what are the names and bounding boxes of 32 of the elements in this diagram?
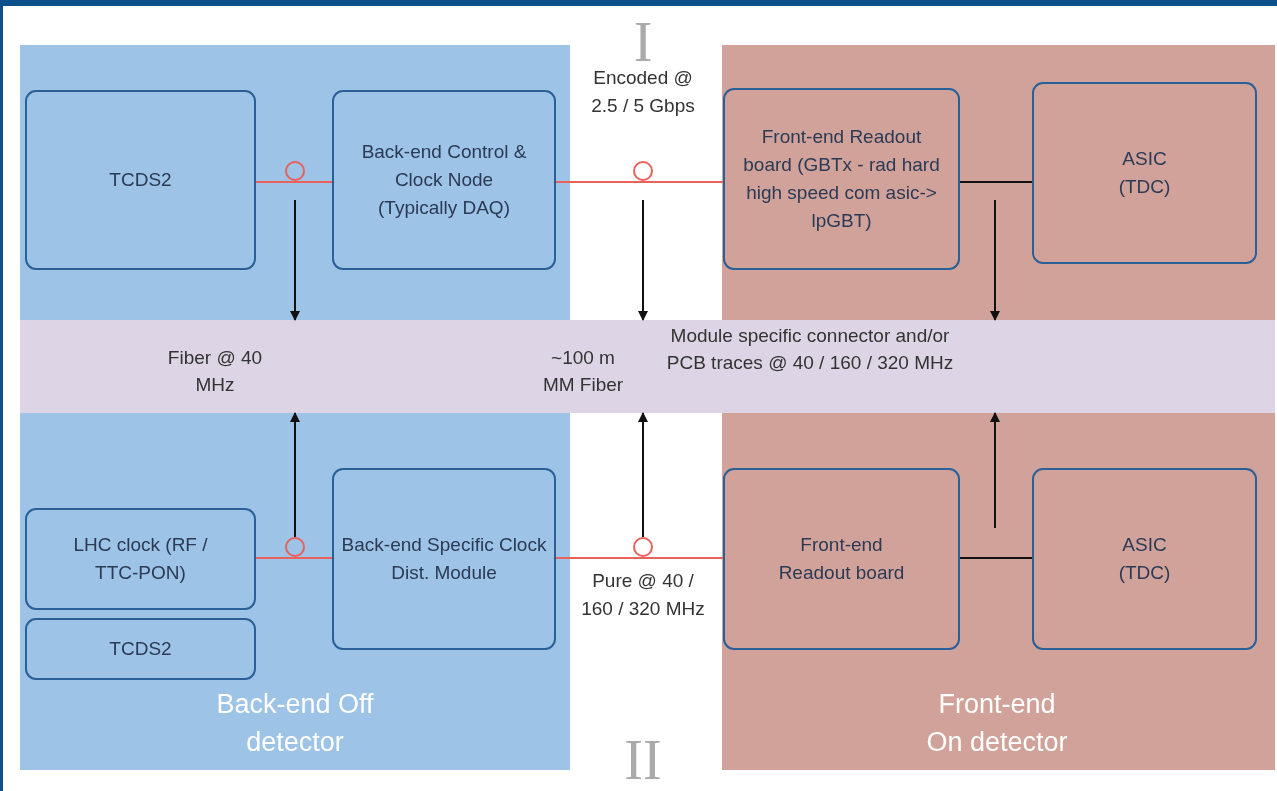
connector-line (959, 557, 1033, 559)
process-box: ASIC (TDC) (1032, 468, 1257, 650)
band-label: Module specific connector and/or PCB traces @ 40 / 160 / 320 MHz (665, 324, 955, 375)
arrow (638, 412, 648, 538)
connector-line (959, 181, 1033, 183)
band-label: ~100 m MM Fiber (541, 346, 625, 397)
process-box: Front-end Readout board (GBTx - rad hard high speed com asic-> lpGBT) (723, 88, 960, 270)
connector-line (255, 557, 333, 559)
connector-line (555, 557, 724, 559)
medium-band (20, 320, 1275, 413)
panel-title: Front-end On detector (925, 688, 1069, 759)
process-box: ASIC (TDC) (1032, 82, 1257, 264)
arrow (990, 199, 1000, 321)
process-box: LHC clock (RF / TTC-PON) (25, 508, 256, 610)
connector-line (255, 181, 333, 183)
connector-line (555, 181, 724, 183)
band-label: Fiber @ 40 MHz (166, 346, 264, 397)
arrow (290, 199, 300, 321)
panel-title: Back-end Off detector (215, 688, 375, 759)
section-numeral: II (623, 732, 663, 788)
fiber-coupler-circle (633, 537, 653, 557)
arrow (638, 199, 648, 321)
process-box: Back-end Specific Clock Dist. Module (332, 468, 556, 650)
fiber-coupler-circle (285, 161, 305, 181)
fiber-coupler-circle (633, 161, 653, 181)
process-box: TCDS2 (25, 90, 256, 270)
process-box: Back-end Control & Clock Node (Typically DAQ) (332, 90, 556, 270)
process-box: Front-end Readout board (723, 468, 960, 650)
fiber-coupler-circle (285, 537, 305, 557)
process-box: TCDS2 (25, 618, 256, 680)
arrow (290, 412, 300, 538)
arrow (990, 412, 1000, 529)
